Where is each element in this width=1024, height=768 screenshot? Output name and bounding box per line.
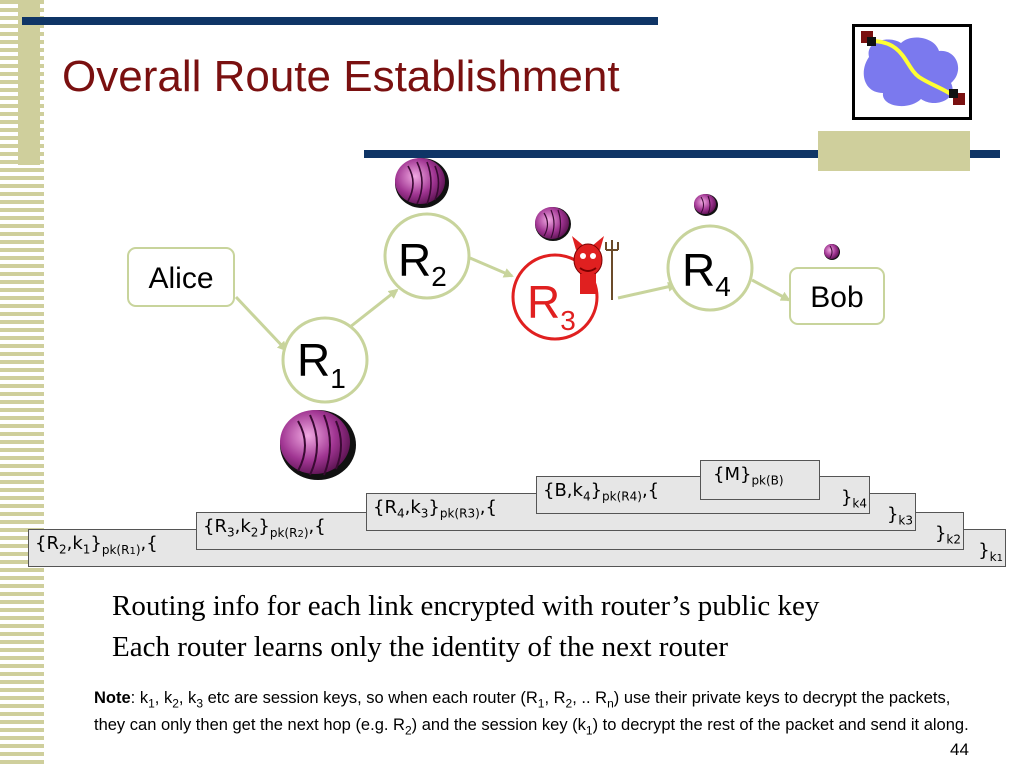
arrow-r4-bob <box>751 278 791 302</box>
devil-attacker-icon <box>572 236 619 300</box>
tan-accent-block <box>818 131 970 171</box>
layer-1-footer: }k1 <box>978 540 1003 564</box>
page-number: 44 <box>950 740 969 759</box>
caption-line-1: Routing info for each link encrypted wit… <box>112 590 820 622</box>
arrow-r1-r2 <box>349 288 399 329</box>
caption-line-2: Each router learns only the identity of … <box>112 631 729 663</box>
left-solid-band <box>18 0 40 165</box>
note-paragraph: Note: k1, k2, k3 etc are session keys, s… <box>94 689 969 738</box>
router-r1-node <box>281 316 369 404</box>
onion-icon-r4 <box>694 194 718 216</box>
alice-label: Alice <box>148 262 213 295</box>
router-r3-node <box>511 253 599 341</box>
layer-5-header: {M}pk(B) <box>713 464 784 488</box>
router-r2-node <box>383 212 471 300</box>
onion-icon-r3 <box>535 207 571 241</box>
onion-icon-r1 <box>280 410 356 480</box>
layer-3-footer: }k3 <box>886 504 913 528</box>
router-r3-label: R3 <box>527 276 576 336</box>
route-diagram: Alice Bob R1 R2 R3 R4 <box>127 158 885 480</box>
router-r4-node <box>666 224 754 312</box>
layer-3-header: {R4,k3}pk(R3),{ <box>373 497 497 521</box>
network-logo-icon <box>852 24 972 120</box>
title-underline-rule <box>364 150 1000 158</box>
arrow-alice-r1 <box>234 295 288 352</box>
layer-2-header: {R3,k2}pk(R2),{ <box>203 516 326 540</box>
onion-icon-r2 <box>395 158 449 208</box>
layer-1-header: {R2,k1}pk(R1),{ <box>35 533 158 557</box>
page-title: Overall Route Establishment <box>62 52 620 101</box>
alice-node <box>127 247 235 307</box>
top-rule <box>22 17 658 25</box>
onion-icon-bob <box>824 244 840 260</box>
layer-2-footer: }k2 <box>934 523 961 547</box>
arrow-r2-r3 <box>469 256 514 278</box>
router-r2-label: R2 <box>398 234 447 292</box>
arrow-r3-r4 <box>617 281 678 300</box>
bob-label: Bob <box>810 281 863 314</box>
router-r1-label: R1 <box>297 334 346 394</box>
layer-4-header: {B,k4}pk(R4),{ <box>543 480 660 504</box>
packet-layer-5-message: {M}pk(B) <box>700 460 820 500</box>
layer-4-footer: }k4 <box>840 487 867 511</box>
router-r4-label: R4 <box>682 244 731 302</box>
bob-node <box>789 267 885 325</box>
